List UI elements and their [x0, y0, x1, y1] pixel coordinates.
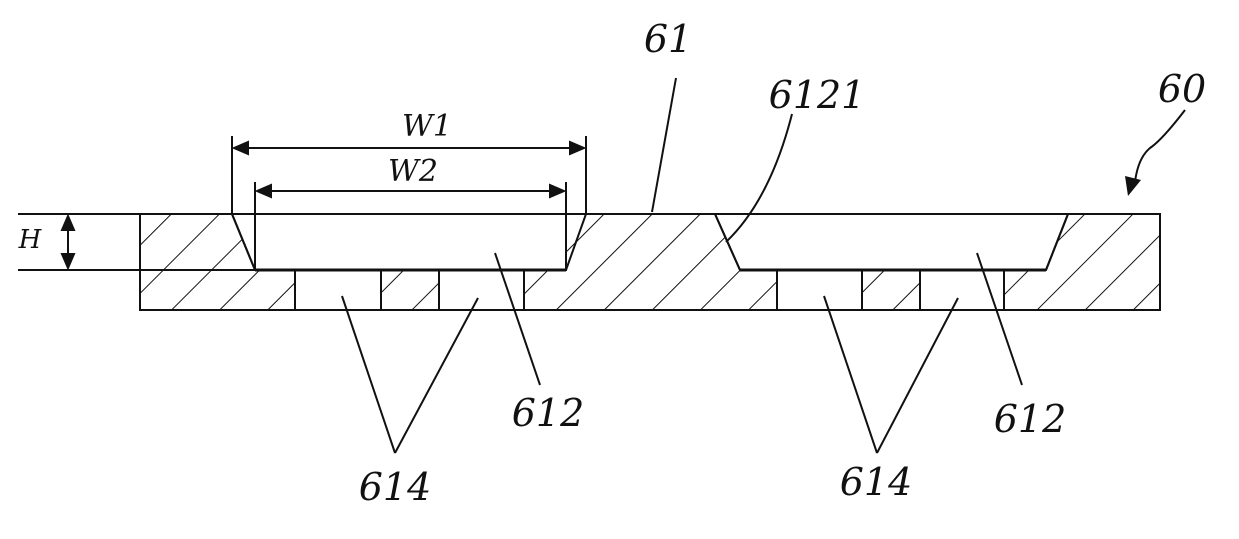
body-left-edge — [140, 214, 295, 310]
hole-left-2 — [439, 270, 524, 310]
separator-left — [381, 270, 439, 310]
label-60: 60 — [1158, 67, 1206, 111]
body-right-edge — [1004, 214, 1160, 310]
label-w2: W2 — [388, 154, 438, 189]
separator-right — [862, 270, 920, 310]
label-612-left: 612 — [512, 391, 585, 435]
label-614-right: 614 — [840, 460, 913, 504]
label-6121: 6121 — [769, 73, 866, 117]
hole-left-1 — [295, 270, 381, 310]
label-61: 61 — [644, 17, 692, 61]
label-h: H — [18, 225, 43, 255]
hole-right-1 — [777, 270, 862, 310]
hatched-body — [140, 214, 1160, 310]
w2-dimension — [255, 182, 566, 270]
label-614-left: 614 — [359, 465, 432, 509]
hole-right-2 — [920, 270, 1004, 310]
label-w1: W1 — [402, 109, 452, 144]
label-612-right: 612 — [994, 397, 1067, 441]
arrowhead-60 — [1125, 176, 1141, 196]
